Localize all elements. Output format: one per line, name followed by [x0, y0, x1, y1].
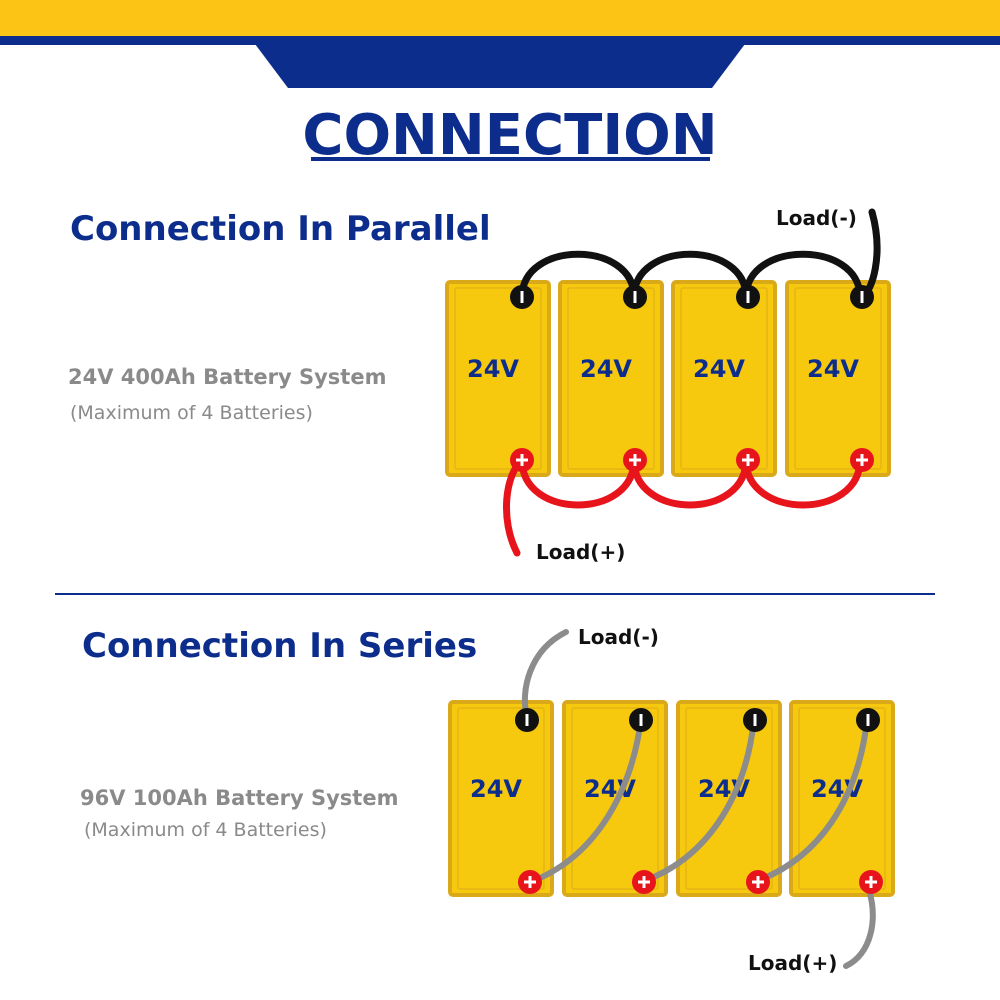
battery-body	[671, 280, 777, 477]
series-load-negative-lead	[521, 629, 569, 720]
series-load-positive-lead	[843, 881, 876, 969]
series-negative-terminal-4	[856, 708, 880, 732]
battery-voltage-label: 24V	[807, 355, 859, 383]
series-link-cable-3	[751, 717, 870, 885]
series-link-cable-1	[527, 717, 644, 885]
top-navy-stripe	[0, 36, 1000, 45]
battery-body	[785, 280, 891, 477]
section-divider	[55, 593, 935, 595]
battery-inner-edge	[457, 707, 545, 890]
plus-mark-v	[642, 876, 646, 888]
battery-inner-edge	[794, 287, 882, 470]
battery-body	[448, 700, 554, 897]
battery-inner-edge	[798, 707, 886, 890]
battery-voltage-label: 24V	[693, 355, 745, 383]
series-positive-terminal-2	[632, 870, 656, 894]
series-system-label: 96V 100Ah Battery System	[80, 786, 398, 810]
parallel-load-positive-label: Load(+)	[536, 540, 625, 564]
plus-mark-v	[869, 876, 873, 888]
series-load-positive-label: Load(+)	[748, 951, 837, 975]
parallel-positive-cable	[518, 456, 864, 509]
top-yellow-band	[0, 0, 1000, 36]
battery-voltage-label: 24V	[580, 355, 632, 383]
battery-voltage-label: 24V	[467, 355, 519, 383]
minus-mark	[639, 714, 643, 726]
plus-mark-v	[860, 454, 864, 466]
header-navy-tab	[255, 44, 745, 88]
plus-mark-v	[756, 876, 760, 888]
series-negative-terminal-1	[515, 708, 539, 732]
minus-mark	[866, 714, 870, 726]
series-positive-terminal-3	[746, 870, 770, 894]
battery-body	[445, 280, 551, 477]
series-negative-terminal-2	[629, 708, 653, 732]
parallel-battery-1: 24V	[445, 280, 551, 477]
parallel-load-negative-label: Load(-)	[776, 206, 857, 230]
minus-mark	[753, 714, 757, 726]
parallel-system-label: 24V 400Ah Battery System	[68, 365, 386, 389]
parallel-positive-terminal-2	[623, 448, 647, 472]
parallel-battery-2: 24V	[558, 280, 664, 477]
parallel-positive-terminal-4	[850, 448, 874, 472]
parallel-negative-terminal-1	[510, 285, 534, 309]
plus-mark-v	[633, 454, 637, 466]
battery-inner-edge	[680, 287, 768, 470]
parallel-negative-terminal-2	[623, 285, 647, 309]
minus-mark	[746, 291, 750, 303]
parallel-negative-terminal-3	[736, 285, 760, 309]
parallel-negative-cable	[518, 250, 864, 301]
series-link-cable-2	[638, 717, 757, 885]
battery-inner-edge	[571, 707, 659, 890]
parallel-max-note: (Maximum of 4 Batteries)	[70, 402, 313, 424]
series-heading: Connection In Series	[82, 626, 477, 666]
minus-mark	[520, 291, 524, 303]
series-positive-terminal-1	[518, 870, 542, 894]
series-battery-1: 24V	[448, 700, 554, 897]
parallel-battery-3: 24V	[671, 280, 777, 477]
battery-inner-edge	[454, 287, 542, 470]
page-title-underline	[311, 157, 710, 161]
series-terminal-group	[515, 708, 883, 894]
parallel-battery-4: 24V	[785, 280, 891, 477]
series-load-negative-label: Load(-)	[578, 625, 659, 649]
parallel-positive-terminal-3	[736, 448, 760, 472]
battery-voltage-label: 24V	[470, 775, 522, 803]
parallel-terminal-group	[510, 285, 874, 472]
plus-mark-v	[746, 454, 750, 466]
battery-inner-edge	[567, 287, 655, 470]
minus-mark	[633, 291, 637, 303]
minus-mark	[525, 714, 529, 726]
minus-mark	[860, 291, 864, 303]
parallel-positive-terminal-1	[510, 448, 534, 472]
series-max-note: (Maximum of 4 Batteries)	[84, 819, 327, 841]
parallel-heading: Connection In Parallel	[70, 209, 491, 249]
battery-body	[558, 280, 664, 477]
plus-mark-v	[520, 454, 524, 466]
battery-inner-edge	[685, 707, 773, 890]
parallel-negative-terminal-4	[850, 285, 874, 309]
series-positive-terminal-4	[859, 870, 883, 894]
parallel-battery-row: 24V 24V 24V 24V	[445, 280, 891, 477]
series-negative-terminal-3	[743, 708, 767, 732]
plus-mark-v	[528, 876, 532, 888]
